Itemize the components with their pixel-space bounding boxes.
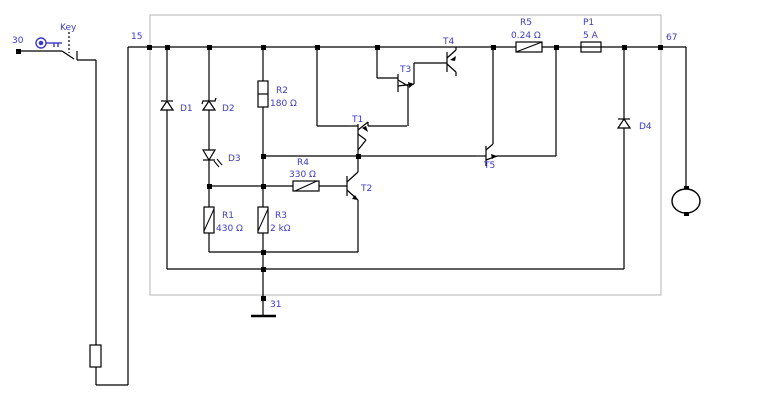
resistor-r4 [209,180,347,192]
resistor-r3 [257,206,269,298]
d2-label: D2 [222,104,235,114]
resistor-r2 [257,47,269,207]
r2-name: R2 [276,86,288,96]
terminal-67-label: 67 [666,33,677,43]
module-frame [149,14,662,296]
d3-label: D3 [228,154,241,164]
terminal-15-label: 15 [131,32,142,42]
t1-label: T1 [351,115,363,125]
transistor-t1 [316,47,407,156]
resistor-r1 [203,186,358,253]
diode-d4 [616,47,632,269]
motor-icon [671,186,701,216]
key-icon [35,37,62,49]
d1-label: D1 [180,104,193,114]
led-d3 [201,149,223,186]
t2-label: T2 [360,184,372,194]
key-label: Key [60,23,77,33]
r1-name: R1 [222,211,234,221]
diode-d2 [201,47,217,150]
p1-value: 5 A [583,31,599,41]
t4-label: T4 [442,37,454,47]
t3-label: T3 [399,65,411,75]
terminal-30-label: 30 [12,36,24,46]
d4-label: D4 [639,122,652,132]
r5-name: R5 [520,18,532,28]
transistor-t3 [376,47,415,126]
r1-value: 430 Ω [216,224,243,234]
terminal-31-label: 31 [270,300,281,310]
r3-value: 2 kΩ [270,224,291,234]
transistor-t5 [476,47,557,166]
diode-d1 [159,47,175,269]
transistor-t4 [414,47,457,76]
t5-label: T5 [483,161,495,171]
r3-name: R3 [275,211,287,221]
r2-value: 180 Ω [270,99,297,109]
r5-value: 0.24 Ω [511,31,541,41]
p1-name: P1 [583,18,594,28]
input-wiring [16,46,149,386]
junction-dots [147,45,663,301]
transistor-t2 [346,156,359,252]
r4-value: 330 Ω [289,170,316,180]
r4-name: R4 [297,158,309,168]
